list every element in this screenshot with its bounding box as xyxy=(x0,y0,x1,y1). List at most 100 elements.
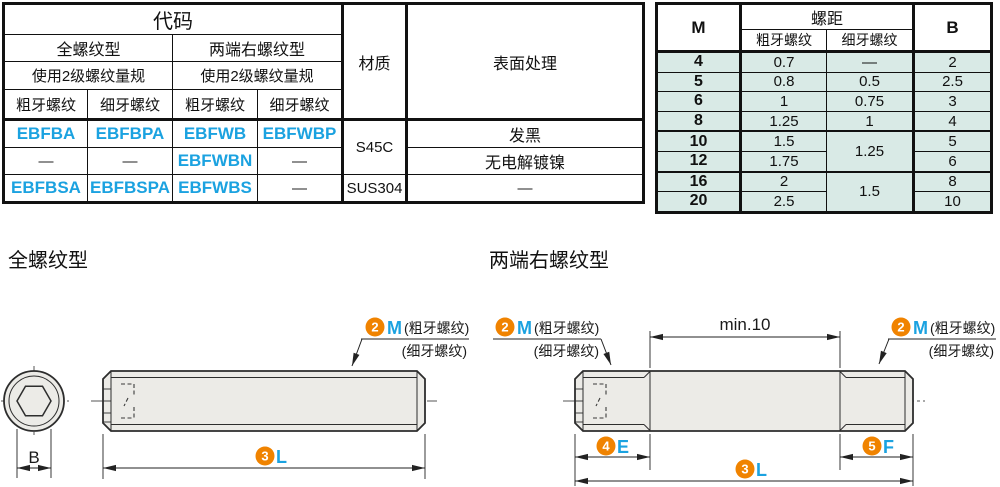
l-letter: L xyxy=(756,460,767,480)
fine-header: 细牙螺纹 xyxy=(825,29,915,52)
b-header: B xyxy=(912,3,993,52)
l-dimension: 3 L xyxy=(102,434,426,479)
side-view-full-thread: 2 M (粗牙螺纹) (细牙螺纹) 3 L xyxy=(91,317,469,479)
coarse-pitch: 1.75 xyxy=(739,150,827,173)
spec-row: 8 1.25 1 4 xyxy=(656,110,993,132)
e-letter: E xyxy=(617,437,629,457)
pitch-header: 螺距 xyxy=(738,3,915,30)
code-table-group-row: 全螺纹型 两端右螺纹型 xyxy=(3,34,644,62)
part-code-empty: — xyxy=(257,147,343,175)
m-value: 6 xyxy=(656,91,741,112)
part-code-empty: — xyxy=(3,147,88,175)
callout-badge xyxy=(255,446,275,466)
coarse-pitch: 1.5 xyxy=(739,130,827,152)
min-length-label: min.10 xyxy=(719,315,770,334)
leader-line xyxy=(878,338,890,365)
code-table-gauge-row: 使用2级螺纹量规 使用2级螺纹量规 xyxy=(3,61,644,90)
m-callout-right: 2 M (粗牙螺纹) (细牙螺纹) xyxy=(878,317,996,365)
leader-line xyxy=(351,338,363,367)
gauge-note-full: 使用2级螺纹量规 xyxy=(3,61,173,90)
callout-badge xyxy=(891,317,911,337)
leader-line xyxy=(600,338,612,366)
b-value: 2 xyxy=(912,50,993,73)
part-code: EBFWBS xyxy=(172,174,258,203)
coarse-pitch: 2.5 xyxy=(739,191,827,213)
coarse-thread-note: (粗牙螺纹) xyxy=(534,320,599,336)
part-code: EBFWB xyxy=(172,118,258,148)
b-value: 3 xyxy=(912,91,993,112)
spec-row: 5 0.8 0.5 2.5 xyxy=(656,71,993,93)
chamfer-diagonal xyxy=(839,371,847,378)
e-dimension: 4 E xyxy=(574,434,651,486)
callout-number: 2 xyxy=(897,320,904,335)
m-value: 4 xyxy=(656,50,741,73)
m-callout: 2 M (粗牙螺纹) (细牙螺纹) xyxy=(351,317,469,367)
stud-body xyxy=(574,370,914,432)
m-value: 16 xyxy=(656,170,741,193)
hex-socket xyxy=(16,385,52,417)
spec-row: 16 2 1.5 8 xyxy=(656,170,993,213)
m-value: 8 xyxy=(656,110,741,132)
f-letter: F xyxy=(883,437,894,457)
fine-pitch-merged: 1.5 xyxy=(825,170,915,213)
callout-number: 5 xyxy=(868,439,875,454)
group-both-ends: 两端右螺纹型 xyxy=(172,34,343,62)
hex-socket-hidden-lines xyxy=(593,383,607,419)
b-value: 4 xyxy=(912,110,993,132)
b-dimension-label: B xyxy=(28,448,39,467)
callout-number: 2 xyxy=(371,320,378,335)
m-letter: M xyxy=(387,318,402,338)
fine-thread-note: (细牙螺纹) xyxy=(534,343,599,359)
code-row: EBFBSA EBFBSPA EBFWBS — SUS304 — xyxy=(3,174,644,203)
chamfer-diagonal xyxy=(643,424,651,431)
spec-subheader-row: 粗牙螺纹 细牙螺纹 xyxy=(657,29,992,52)
code-table-thread-row: 粗牙螺纹 细牙螺纹 粗牙螺纹 细牙螺纹 xyxy=(3,89,644,120)
callout-badge xyxy=(862,436,882,456)
part-code-empty: — xyxy=(257,174,343,203)
coarse-pitch: 2 xyxy=(739,170,827,193)
both-ends-drawing-title: 两端右螺纹型 xyxy=(489,250,609,272)
fine-pitch: 0.5 xyxy=(825,71,915,93)
thread-col-header: 细牙螺纹 xyxy=(257,89,343,120)
b-value: 5 xyxy=(912,130,993,152)
l-letter: L xyxy=(276,447,287,467)
spec-header-row: M 螺距 B xyxy=(656,3,993,52)
b-value: 6 xyxy=(912,150,993,173)
fine-thread-note: (细牙螺纹) xyxy=(402,343,467,359)
coarse-pitch: 1.25 xyxy=(739,110,827,132)
coarse-header: 粗牙螺纹 xyxy=(739,29,827,52)
side-view-both-ends: min.10 2 M (粗牙螺纹) (细牙螺纹) 2 M (粗牙螺纹) (细牙螺… xyxy=(493,315,996,486)
surface-value: — xyxy=(405,174,644,203)
fine-pitch: 0.75 xyxy=(825,91,915,112)
m-value: 5 xyxy=(656,71,741,93)
surface-header: 表面处理 xyxy=(405,3,644,120)
f-dimension: 5 F xyxy=(839,434,914,486)
m-value: 10 xyxy=(656,130,741,152)
coarse-thread-note: (粗牙螺纹) xyxy=(404,320,469,336)
callout-number: 4 xyxy=(602,439,610,454)
b-value: 2.5 xyxy=(912,71,993,93)
b-value: 8 xyxy=(912,170,993,193)
callout-number: 2 xyxy=(501,320,508,335)
thread-col-header: 粗牙螺纹 xyxy=(172,89,258,120)
part-code: EBFBSA xyxy=(3,174,88,203)
fine-thread-note: (细牙螺纹) xyxy=(929,343,994,359)
part-code: EBFBSPA xyxy=(87,174,173,203)
coarse-thread-note: (粗牙螺纹) xyxy=(930,320,995,336)
thread-col-header: 细牙螺纹 xyxy=(87,89,173,120)
spec-row: 6 1 0.75 3 xyxy=(656,91,993,112)
hex-socket-hidden-lines xyxy=(121,383,135,419)
part-code: EBFWBP xyxy=(257,118,343,148)
front-view: B xyxy=(1,366,69,478)
part-code: EBFBPA xyxy=(87,118,173,148)
screw-outer-circle xyxy=(3,370,65,432)
spec-table: M 螺距 B 粗牙螺纹 细牙螺纹 4 0.7 — 2 5 0.8 0.5 2.5… xyxy=(655,2,994,214)
callout-badge xyxy=(495,317,515,337)
full-thread-drawing-title: 全螺纹型 xyxy=(8,250,88,272)
spec-row: 20 2.5 10 xyxy=(656,191,993,213)
m-value: 12 xyxy=(656,150,741,173)
part-code-empty: — xyxy=(87,147,173,175)
fine-pitch: — xyxy=(825,50,915,73)
chamfer-circle xyxy=(8,375,60,427)
